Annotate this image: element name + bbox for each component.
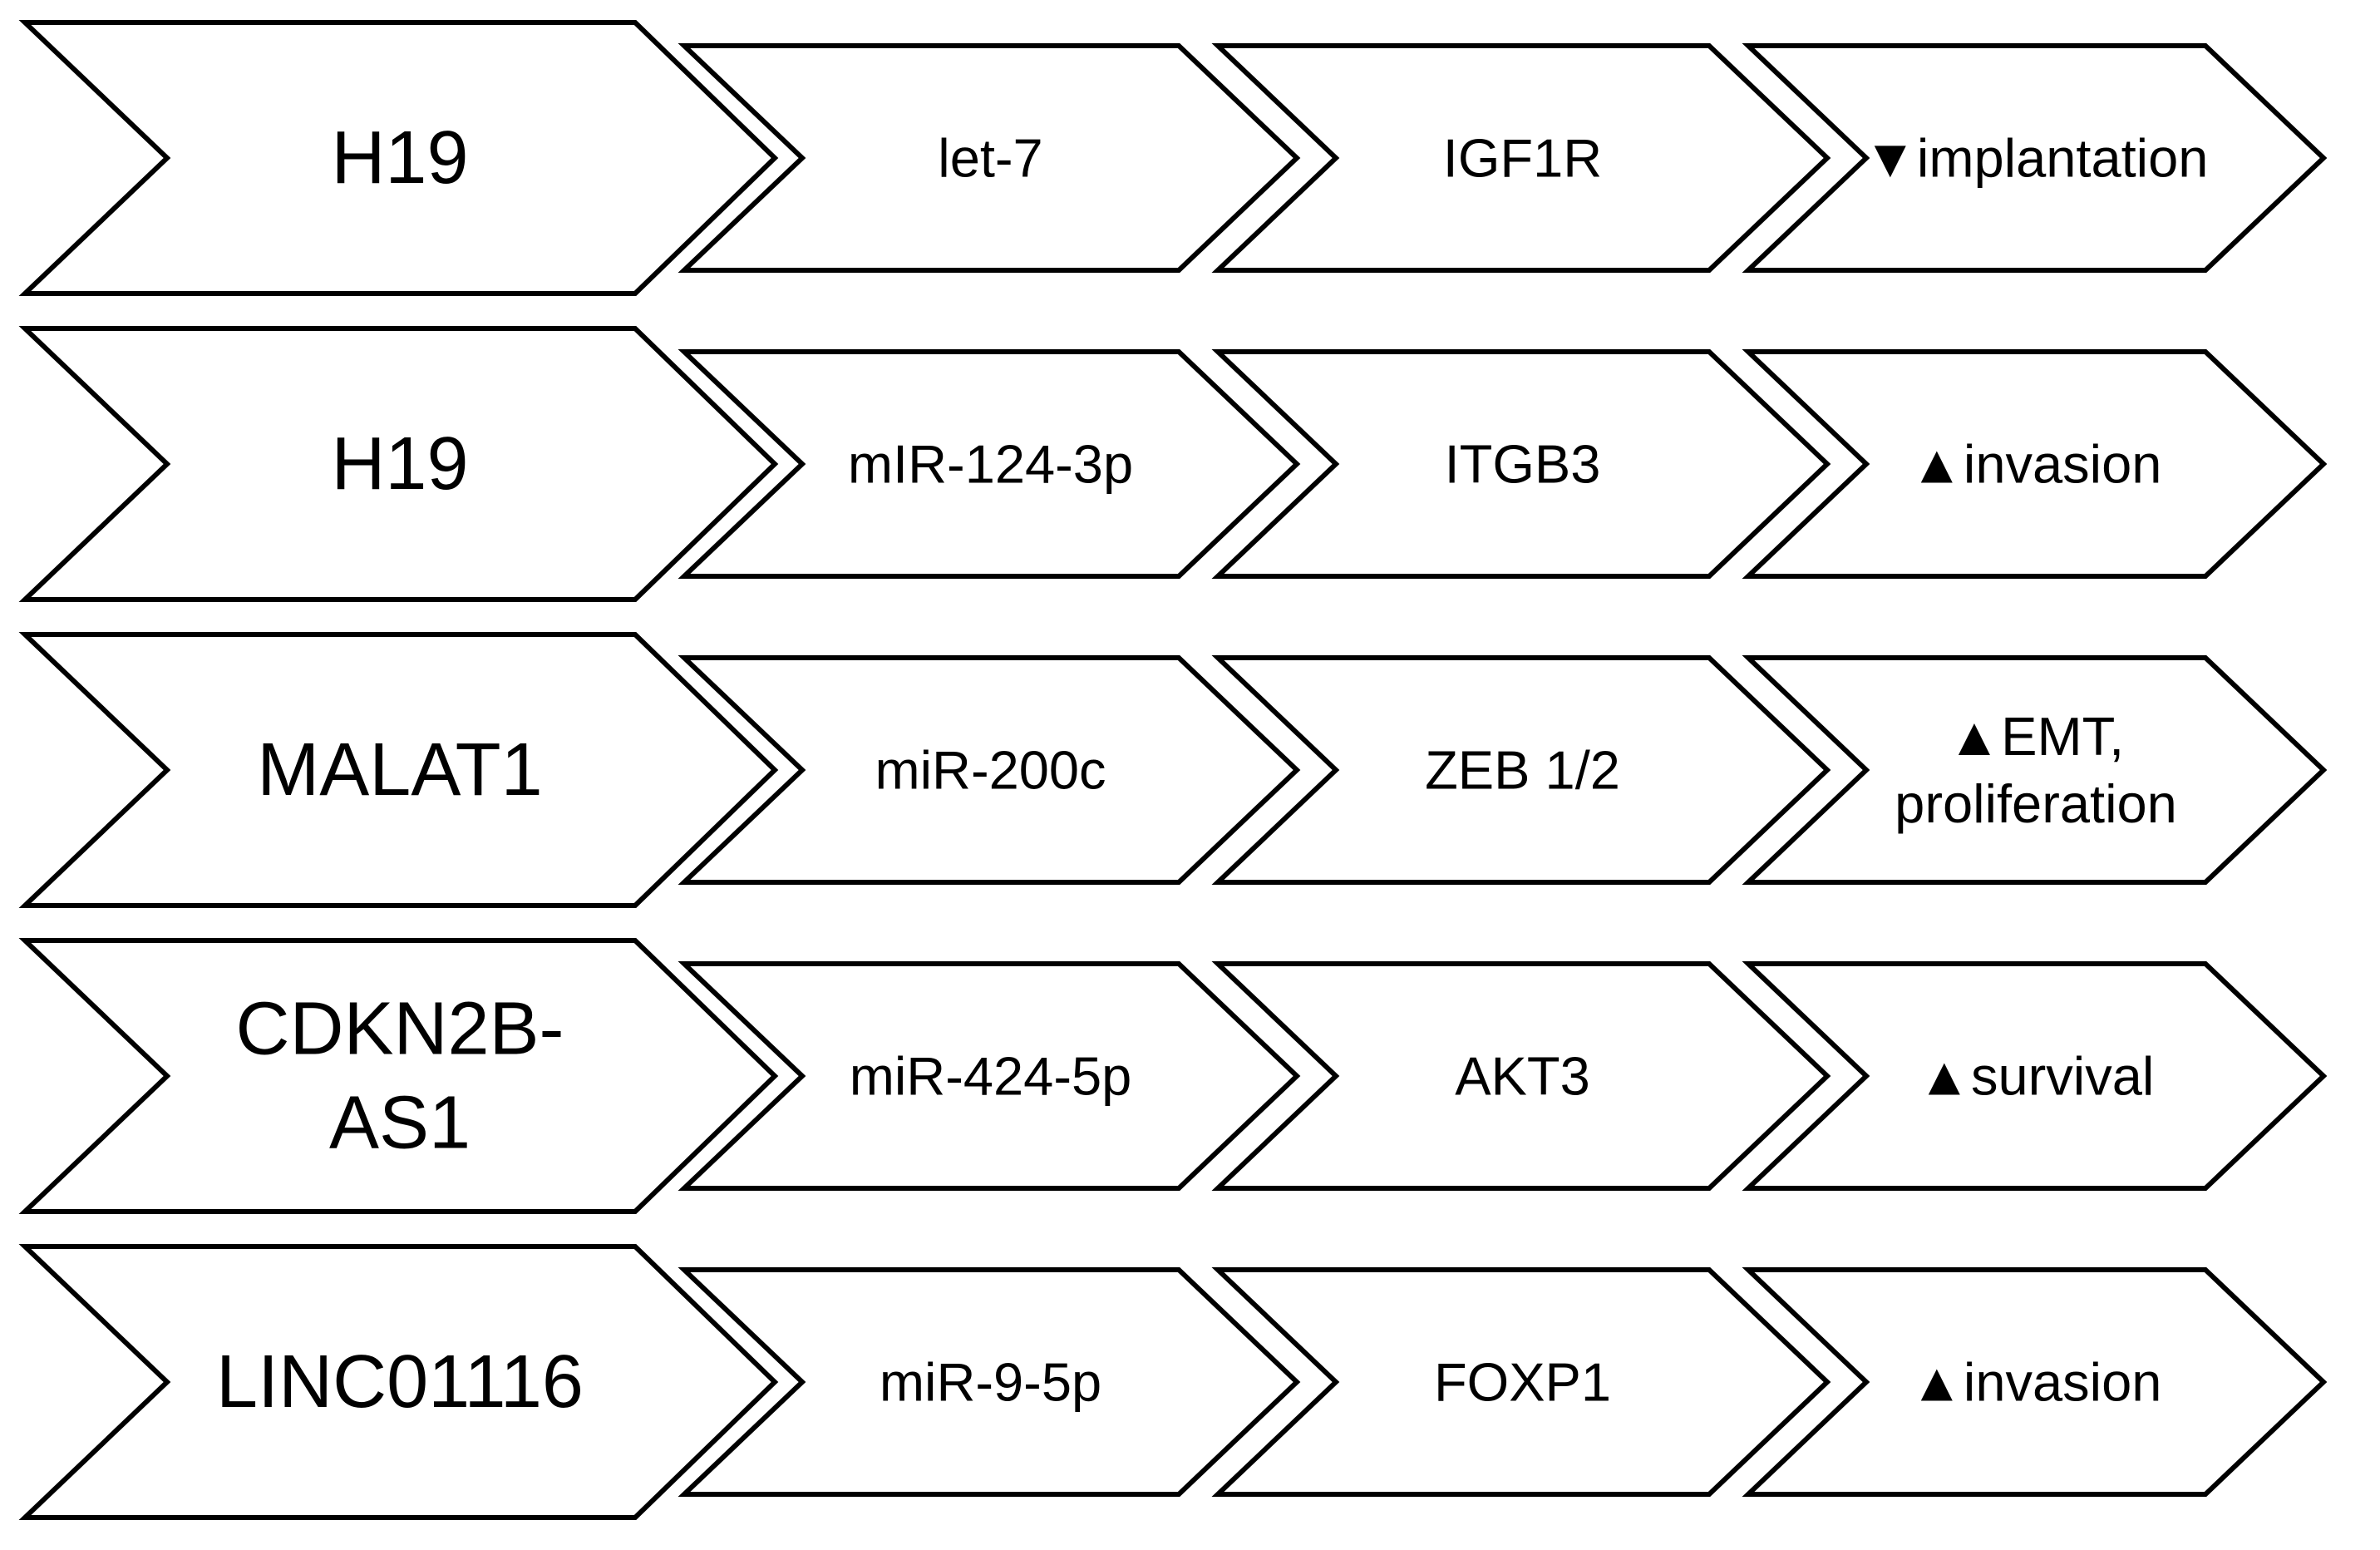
chevron-label-r1-c2: let-7: [938, 128, 1042, 189]
pathway-row-5: LINC01116 miR-9-5p FOXP1 ▲invasion: [18, 1244, 2328, 1520]
chevron-label-r3-c2: miR-200c: [875, 740, 1106, 801]
pathway-row-3: MALAT1 miR-200c ZEB 1/2 ▲EMT,proliferation: [18, 632, 2328, 908]
chevron-label-r2-c2: mIR-124-3p: [848, 434, 1133, 495]
chevron-label-r4-c1: CDKN2B-AS1: [235, 988, 564, 1165]
chevron-shape-r4-c1: [18, 938, 779, 1214]
effect-label-r4-c4: ▲survival: [1918, 1046, 2155, 1107]
effect-label-r1-c4: ▼implantation: [1864, 128, 2209, 189]
chevron-label-r2-c3: ITGB3: [1445, 434, 1601, 495]
chevron-shape-r2-c4: [1742, 349, 2328, 579]
chevron-shape-r3-c2: [678, 655, 1301, 885]
chevron-label-r4-c3: AKT3: [1455, 1046, 1590, 1107]
effect-label-r2-c4: ▲invasion: [1910, 434, 2162, 495]
chevron-label-r3-c3: ZEB 1/2: [1425, 740, 1620, 801]
chevron-label-r5-c3: FOXP1: [1434, 1352, 1611, 1413]
chevron-label-r2-c1: H19: [331, 422, 468, 506]
pathway-row-2: H19 mIR-124-3p ITGB3 ▲invasion: [18, 326, 2328, 602]
pathway-row-1: H19 let-7 IGF1R ▼implantation: [18, 20, 2328, 296]
chevron-shape-r4-c4: [1742, 961, 2328, 1191]
chevron-shape-r1-c4: [1742, 43, 2328, 273]
chevron-shape-r2-c3: [1211, 349, 1831, 579]
chevron-shape-r1-c1: [18, 20, 779, 296]
pathway-row-4: CDKN2B-AS1 miR-424-5p AKT3 ▲survival: [18, 938, 2328, 1214]
chevron-label-r4-c2: miR-424-5p: [850, 1046, 1132, 1107]
chevron-shape-r5-c1: [18, 1244, 779, 1520]
chevron-shape-r2-c1: [18, 326, 779, 602]
chevron-shape-r3-c1: [18, 632, 779, 908]
chevron-label-r1-c3: IGF1R: [1443, 128, 1602, 189]
chevron-shape-r3-c4: [1742, 655, 2328, 885]
chevron-shape-r5-c3: [1211, 1267, 1831, 1497]
chevron-shape-r4-c2: [678, 961, 1301, 1191]
chevron-shape-r3-c3: [1211, 655, 1831, 885]
chevron-shape-r5-c2: [678, 1267, 1301, 1497]
chevron-shape-r4-c3: [1211, 961, 1831, 1191]
chevron-shape-r2-c2: [678, 349, 1301, 579]
chevron-label-r3-c1: MALAT1: [257, 728, 542, 812]
chevron-label-r1-c1: H19: [331, 116, 468, 200]
chevron-shape-r1-c3: [1211, 43, 1831, 273]
chevron-shape-r1-c2: [678, 43, 1301, 273]
effect-label-r3-c4: ▲EMT,proliferation: [1895, 706, 2177, 834]
effect-label-r5-c4: ▲invasion: [1910, 1352, 2162, 1413]
chevron-shape-r5-c4: [1742, 1267, 2328, 1497]
chevron-label-r5-c2: miR-9-5p: [880, 1352, 1101, 1413]
chevron-label-r5-c1: LINC01116: [216, 1340, 584, 1424]
